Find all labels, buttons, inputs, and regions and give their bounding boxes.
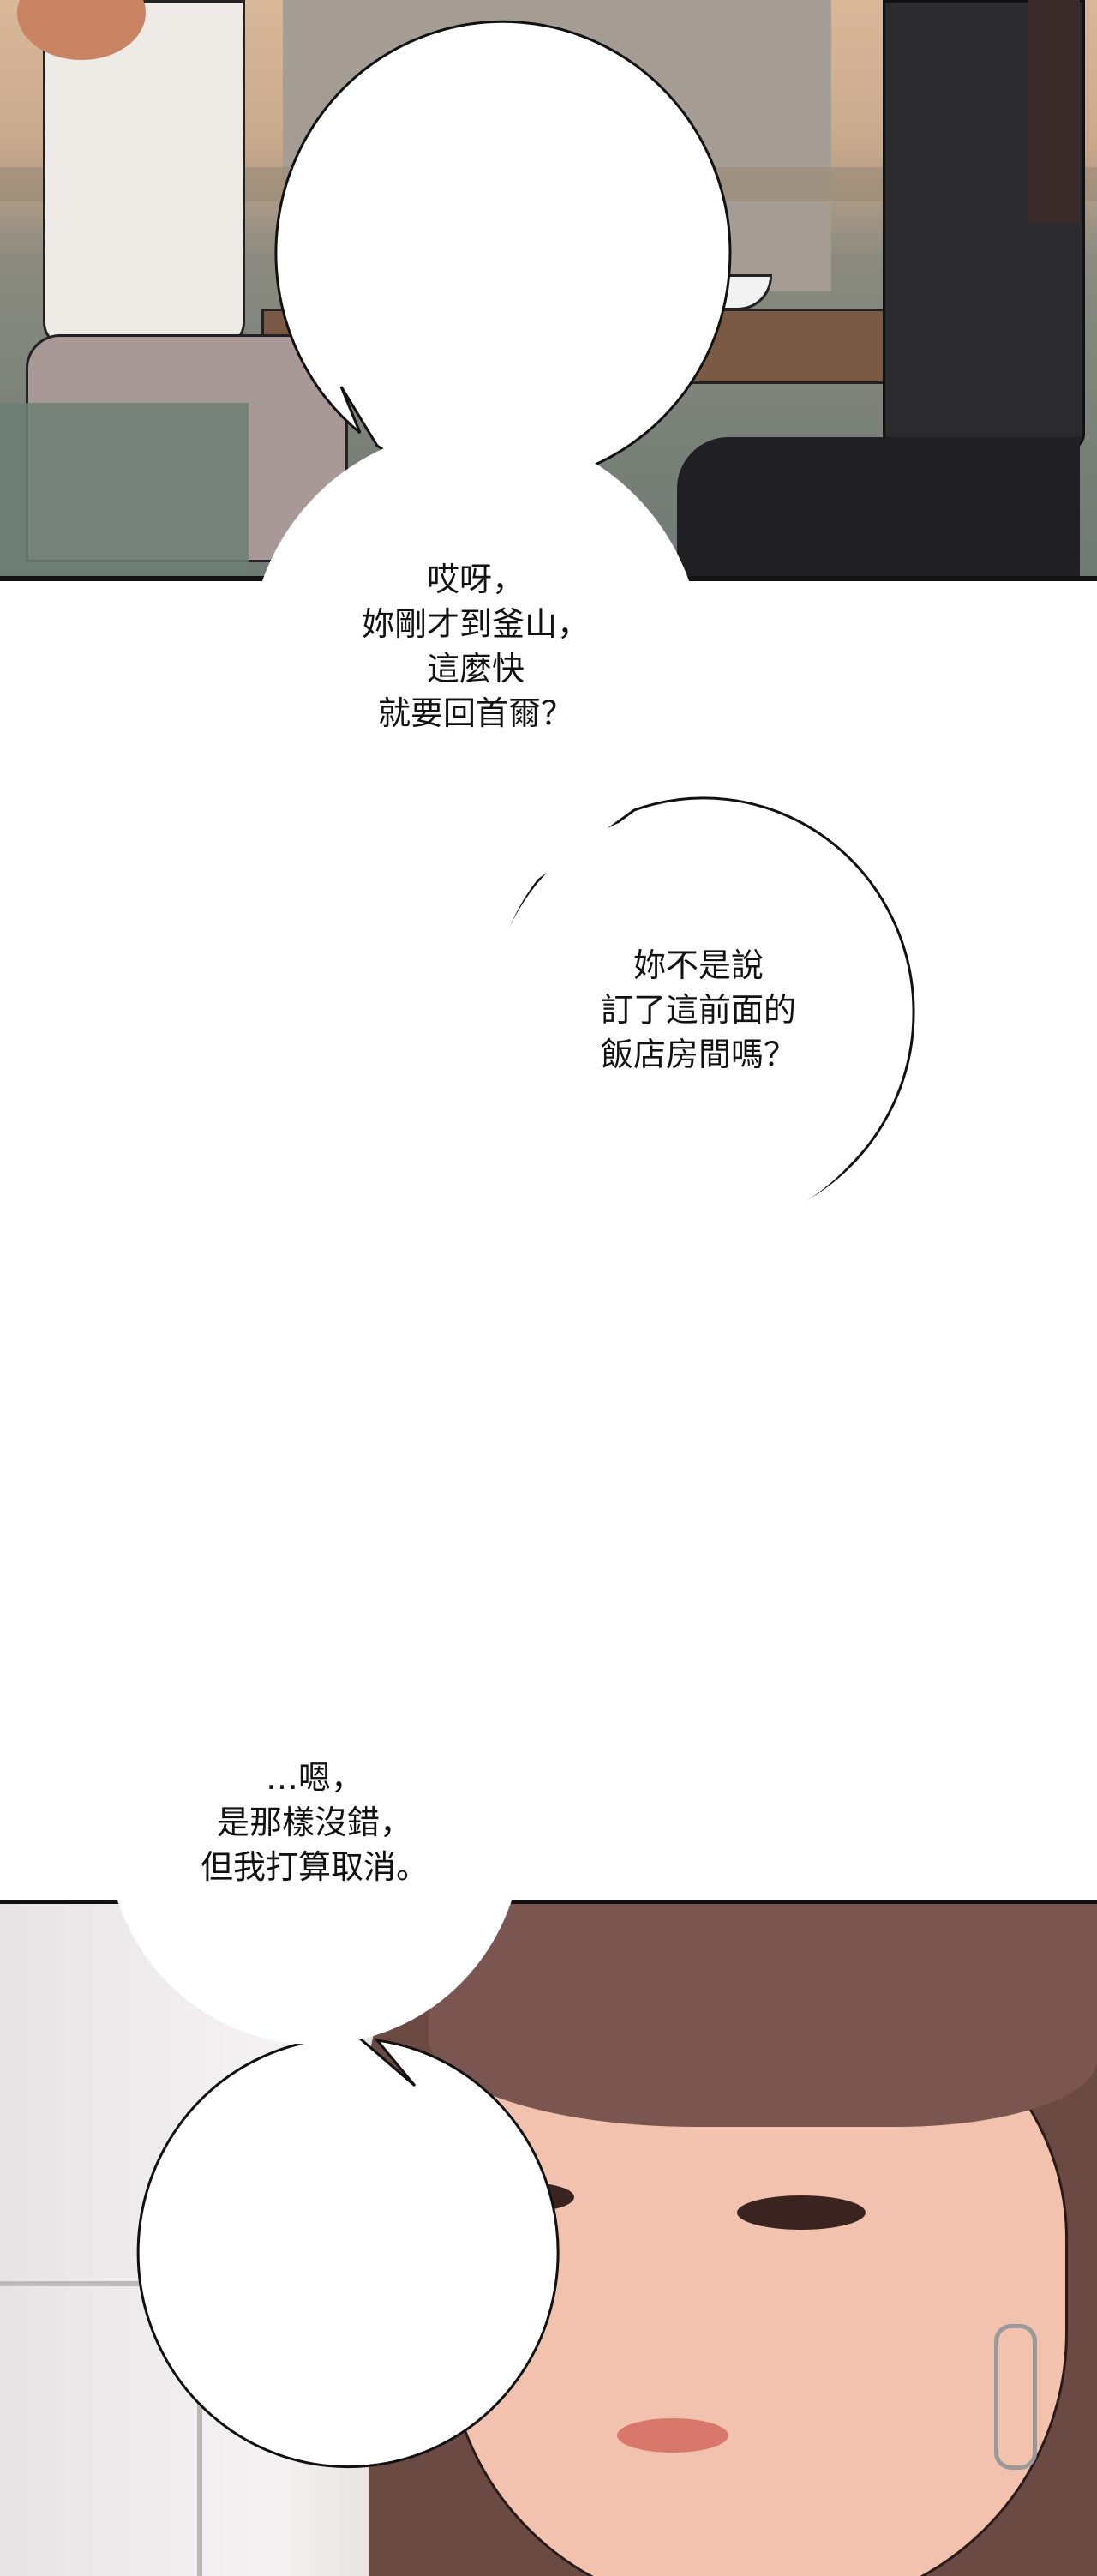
woman-right-legs (677, 437, 1080, 576)
dialogue-line: 但我打算取消。 (200, 1848, 429, 1886)
speech-bubble-3-body (106, 1619, 523, 2045)
earring (994, 2324, 1037, 2470)
speech-bubble-1-text: 哎呀， 妳剛才到釜山， 這麼快 就要回首爾？ (326, 557, 626, 736)
woman-eye-right (737, 2195, 866, 2230)
speech-bubble-1 (274, 20, 732, 486)
speech-bubble-1-body (249, 429, 703, 892)
dialogue-line: 就要回首爾？ (377, 694, 573, 732)
woman-bangs (429, 1904, 1097, 2127)
dialogue-line: 這麼快 (426, 650, 525, 688)
window-frame (0, 2281, 257, 2286)
dialogue-line: 是那樣沒錯， (216, 1804, 412, 1841)
speech-bubble-2-body (489, 808, 905, 1233)
dialogue-line: 哎呀， (426, 561, 525, 598)
speech-bubble-3-text: …嗯， 是那樣沒錯， 但我打算取消。 (165, 1756, 465, 1889)
dialogue-line: 飯店房間嗎？ (600, 1036, 796, 1073)
woman-lips (617, 2418, 728, 2453)
woman-right-hair (1028, 0, 1080, 223)
speech-bubble-2-text: 妳不是說 訂了這前面的 飯店房間嗎？ (548, 943, 848, 1077)
dialogue-line: 妳剛才到釜山， (361, 605, 590, 643)
dialogue-line: 訂了這前面的 (600, 991, 796, 1029)
dialogue-line: …嗯， (265, 1759, 363, 1797)
speech-bubble-3 (136, 2037, 560, 2469)
chair-left (0, 403, 249, 574)
dialogue-line: 妳不是說 (632, 946, 764, 984)
